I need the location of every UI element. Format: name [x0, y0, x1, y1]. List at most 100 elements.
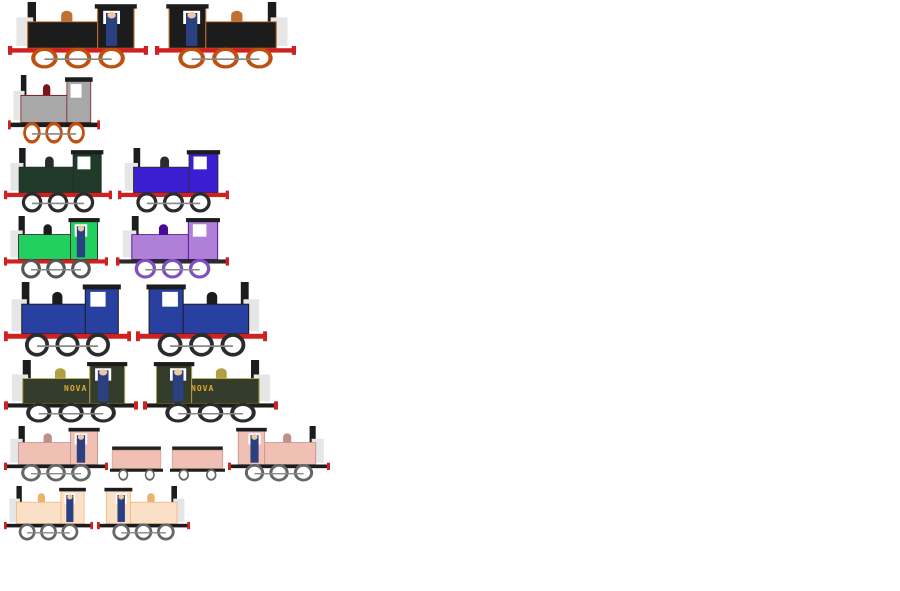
cab-roof: [68, 218, 100, 223]
engine-group: [4, 148, 112, 213]
wheel: [40, 523, 57, 541]
engine-group: [155, 2, 296, 69]
coal-load: [172, 446, 223, 451]
wheel: [85, 333, 111, 357]
buffer: [273, 401, 278, 410]
wheel: [162, 192, 185, 213]
wheel: [18, 523, 36, 541]
smokebox-face: [9, 498, 21, 522]
wheel: [64, 47, 92, 69]
engine-group: [228, 426, 330, 482]
crew-figure: [250, 435, 259, 463]
buffer: [4, 462, 8, 470]
boiler-tank: [22, 378, 93, 404]
wheel: [134, 258, 157, 279]
wheel: [112, 523, 131, 541]
buffer: [97, 120, 100, 130]
crew-head: [67, 494, 73, 500]
crew-figure: [76, 226, 86, 258]
buffer: [118, 190, 122, 200]
wheel: [24, 333, 50, 357]
cab-window: [70, 84, 82, 98]
crew-figure: [172, 370, 184, 402]
peach-engine-right: [4, 486, 93, 541]
chimney: [171, 486, 177, 506]
nova-engine-left: [143, 360, 278, 423]
boiler-tank: [20, 94, 70, 124]
wheel: [212, 47, 239, 69]
cab-window: [192, 224, 207, 237]
crew-head: [251, 434, 258, 440]
wheel: [23, 122, 41, 144]
cab-roof: [94, 4, 137, 9]
wheel: [134, 523, 153, 541]
cab-roof: [87, 362, 128, 367]
wheel: [46, 258, 66, 279]
pink-truck-2: [170, 444, 225, 481]
wheel: [118, 468, 129, 481]
engine-sprite: [4, 426, 108, 482]
wheel: [156, 523, 175, 541]
buffer: [155, 46, 160, 55]
crew-head: [187, 11, 196, 19]
wheel: [47, 192, 69, 213]
cab-roof: [70, 150, 104, 155]
chimney: [251, 360, 260, 383]
engine-sprite: [4, 360, 138, 423]
buffer: [4, 401, 9, 410]
engine-group: [4, 426, 108, 482]
coal-load: [112, 446, 161, 451]
buffer: [4, 522, 7, 530]
engine-group: [116, 216, 229, 279]
black-tank-engine-right: [8, 2, 148, 69]
crew-figure: [97, 370, 109, 402]
indigo-engine: [118, 148, 229, 213]
boiler-tank: [18, 442, 74, 465]
buffer: [97, 522, 100, 530]
wheel: [189, 192, 211, 213]
wheel: [245, 47, 273, 69]
crew-head: [77, 225, 85, 232]
engine-sprite: [136, 282, 267, 357]
buffer: [263, 331, 267, 342]
boiler-tank: [131, 234, 192, 260]
truck-body: [111, 449, 162, 469]
pink-truck-1: [110, 444, 163, 481]
cab-roof: [59, 487, 86, 492]
engine-sprite: [97, 486, 190, 541]
boiler-tank: [16, 501, 64, 525]
buffer: [90, 522, 93, 530]
wheel: [26, 402, 52, 423]
cab-roof: [186, 150, 221, 155]
buffer: [187, 522, 190, 530]
pink-engine-right: [4, 426, 108, 482]
wheel: [98, 47, 125, 69]
cab-roof: [82, 284, 121, 290]
cab-roof: [104, 487, 133, 492]
smokebox-face: [13, 90, 25, 121]
blue-engine-left: [136, 282, 267, 357]
chimney: [267, 2, 277, 27]
chimney: [18, 216, 25, 239]
wheel: [31, 47, 58, 69]
crew-head: [77, 434, 85, 440]
engine-group: [4, 360, 138, 423]
engine-group: [170, 446, 225, 481]
wheel: [197, 402, 224, 423]
buffer: [108, 190, 112, 200]
chimney: [131, 216, 139, 239]
wheel: [21, 258, 41, 279]
buffer: [104, 462, 108, 470]
buffer: [291, 46, 296, 55]
wheel: [55, 333, 80, 357]
boiler-tank: [18, 166, 76, 194]
cab-window: [77, 156, 91, 170]
truck-frame: [170, 468, 225, 472]
cab-roof: [153, 362, 195, 367]
nameplate-nova-left: NOVA: [191, 384, 215, 393]
engine-sprite: [4, 216, 108, 279]
crew-figure: [76, 435, 86, 463]
engine-sprite: [4, 282, 131, 357]
engine-group: [110, 446, 163, 481]
crew-head: [174, 369, 183, 376]
